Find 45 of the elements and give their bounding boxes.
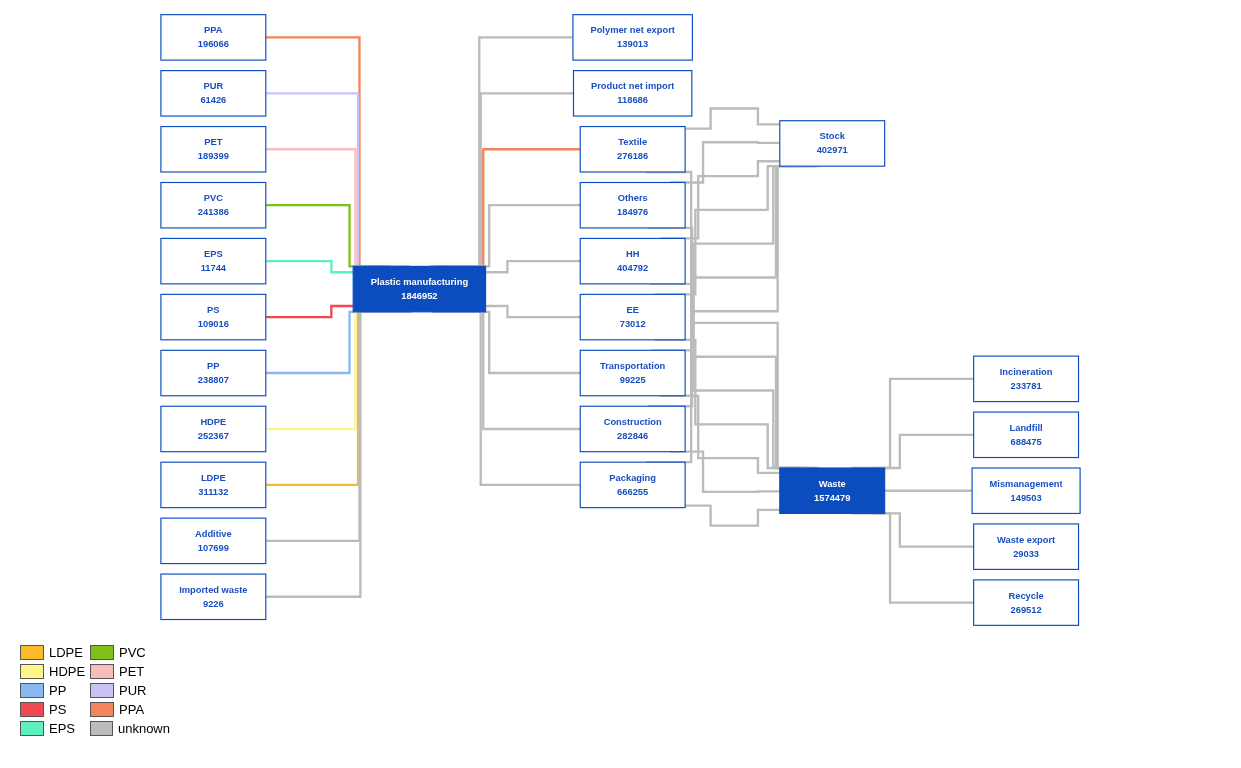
legend-label: PUR (119, 683, 147, 698)
connector (485, 260, 581, 274)
node-box: Landfill 688475 (973, 411, 1080, 459)
node-box: Construction 282846 (579, 405, 686, 453)
connector (685, 107, 780, 130)
node-box: PUR 61426 (160, 70, 267, 117)
node-box: PVC 241386 (160, 181, 267, 229)
legend-label: HDPE (49, 664, 86, 679)
legend-label: LDPE (49, 645, 83, 660)
node-box: Others 184976 (579, 181, 686, 229)
connector (485, 304, 581, 319)
node-box: Stock 402971 (779, 120, 886, 167)
node-box: HDPE 252367 (160, 405, 267, 453)
node-box: HH 404792 (579, 237, 686, 285)
connector (265, 260, 354, 274)
node-box: Packaging 666255 (579, 461, 686, 509)
legend-label: EPS (49, 721, 75, 736)
node-box: Product net import 118686 (572, 70, 693, 117)
node-box: EPS 11744 (160, 237, 267, 285)
node-box: Polymer net export 139013 (572, 14, 693, 61)
connector (884, 489, 973, 492)
node-box: PET 189399 (160, 125, 267, 173)
node-box: Imported waste 9226 (160, 573, 267, 621)
node-box: PPA 196066 (160, 14, 267, 61)
legend-label: PPA (119, 702, 145, 717)
node-box: Textile 276186 (579, 125, 686, 173)
node-box: LDPE 311132 (160, 461, 267, 509)
node-box: Waste export 29033 (973, 523, 1080, 570)
node-box: PP 238807 (160, 349, 267, 397)
connector (265, 304, 354, 319)
legend-label: PS (49, 702, 67, 717)
node-box: Waste 1574479 (779, 467, 886, 515)
node-box: Transportation 99225 (579, 349, 686, 397)
legend-label: unknown (117, 721, 170, 736)
node-box: Incineration 233781 (973, 355, 1080, 403)
legend-label: PVC (119, 645, 146, 660)
node-box: EE 73012 (579, 293, 686, 341)
connector (685, 504, 780, 527)
node-box: PS 109016 (160, 293, 267, 341)
legend-label: PP (49, 683, 67, 698)
legend-label: PET (119, 664, 145, 679)
node-box: Mismanagement 149503 (971, 467, 1081, 515)
node-box: Recycle 269512 (973, 579, 1080, 626)
node-box: Plastic manufacturing 1846952 (352, 265, 487, 313)
node-box: Additive 107699 (160, 517, 267, 565)
